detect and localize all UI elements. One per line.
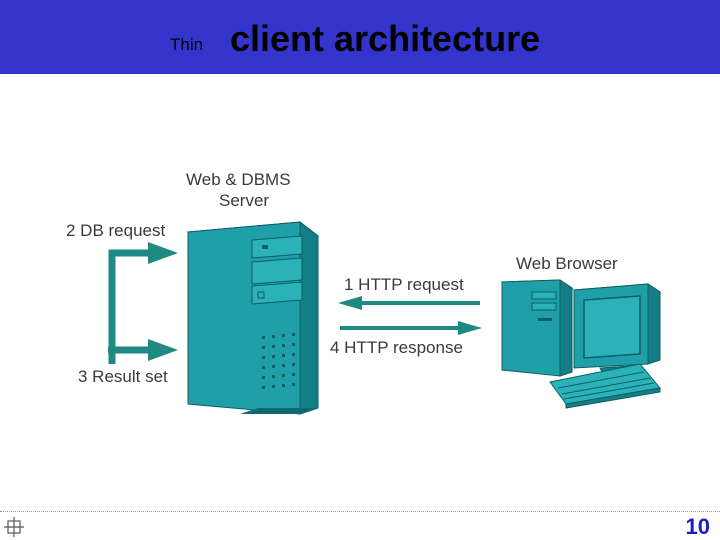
client-computer-icon [500,279,662,409]
http-response-label: 4 HTTP response [330,338,463,357]
server-label-line1: Web & DBMS [186,170,291,189]
web-browser-label: Web Browser [516,254,618,273]
footer-divider [0,511,720,512]
architecture-diagram [108,220,662,415]
result-set-label: 3 Result set [78,367,168,386]
db-request-label: 2 DB request [66,221,166,240]
db-loop-arrows [108,242,178,364]
server-label-line2: Server [219,191,270,210]
slide-title: client architecture [230,18,541,59]
server-tower-icon [186,220,320,415]
title-prefix: Thin [170,35,204,54]
http-arrows [338,296,482,335]
http-request-label: 1 HTTP request [344,275,464,294]
title-bar [0,0,720,74]
page-number: 10 [685,514,710,539]
crosshair-icon [4,517,24,537]
